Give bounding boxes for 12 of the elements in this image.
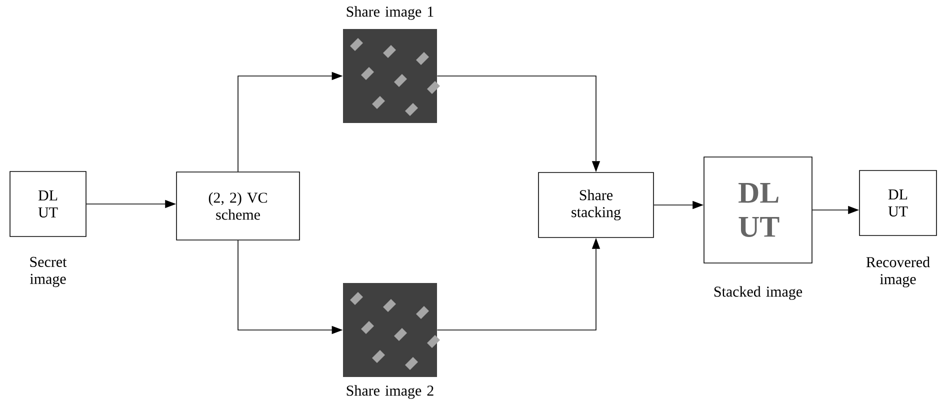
process-box: (2, 2) VC scheme	[176, 172, 300, 240]
image-caption: Secret image	[30, 256, 67, 288]
picture	[343, 29, 440, 123]
picture	[343, 283, 440, 377]
image-caption: Recovered image	[866, 256, 930, 288]
process-box: Share stacking	[538, 172, 654, 238]
process-box: DL UT	[859, 170, 937, 236]
image-caption: Share image 1	[346, 6, 434, 20]
image-box: DL UT	[704, 156, 812, 264]
image-caption: Share image 2	[346, 385, 434, 399]
process-box: DL UT	[10, 171, 86, 237]
image-caption: Stacked image	[714, 286, 802, 300]
